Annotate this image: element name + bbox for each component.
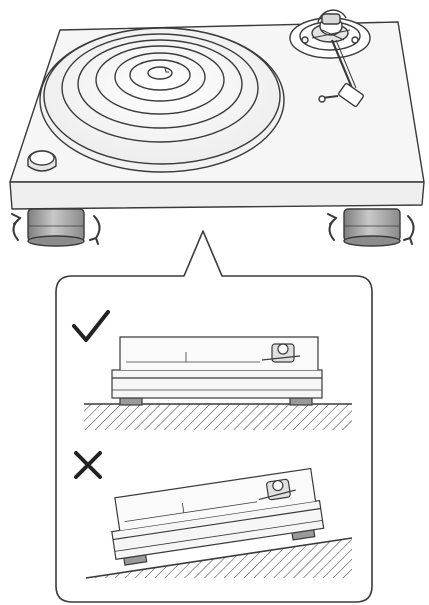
- tonearm-mini: [261, 343, 301, 363]
- headshell: [338, 83, 364, 107]
- level-example: [84, 336, 352, 430]
- rotate-arrow-icon: [11, 213, 415, 245]
- check-mark-icon: [72, 310, 110, 342]
- tonearm: [318, 39, 364, 107]
- platter: [39, 27, 285, 173]
- tonearm-base: [289, 9, 371, 59]
- foot-right: [343, 208, 401, 247]
- foot-left: [27, 208, 85, 247]
- tilted-example: [85, 467, 353, 579]
- cross-mark-icon: [74, 451, 102, 479]
- control-knob: [27, 150, 57, 172]
- plinth-front: [9, 181, 425, 210]
- turntable-illustration: [9, 9, 425, 210]
